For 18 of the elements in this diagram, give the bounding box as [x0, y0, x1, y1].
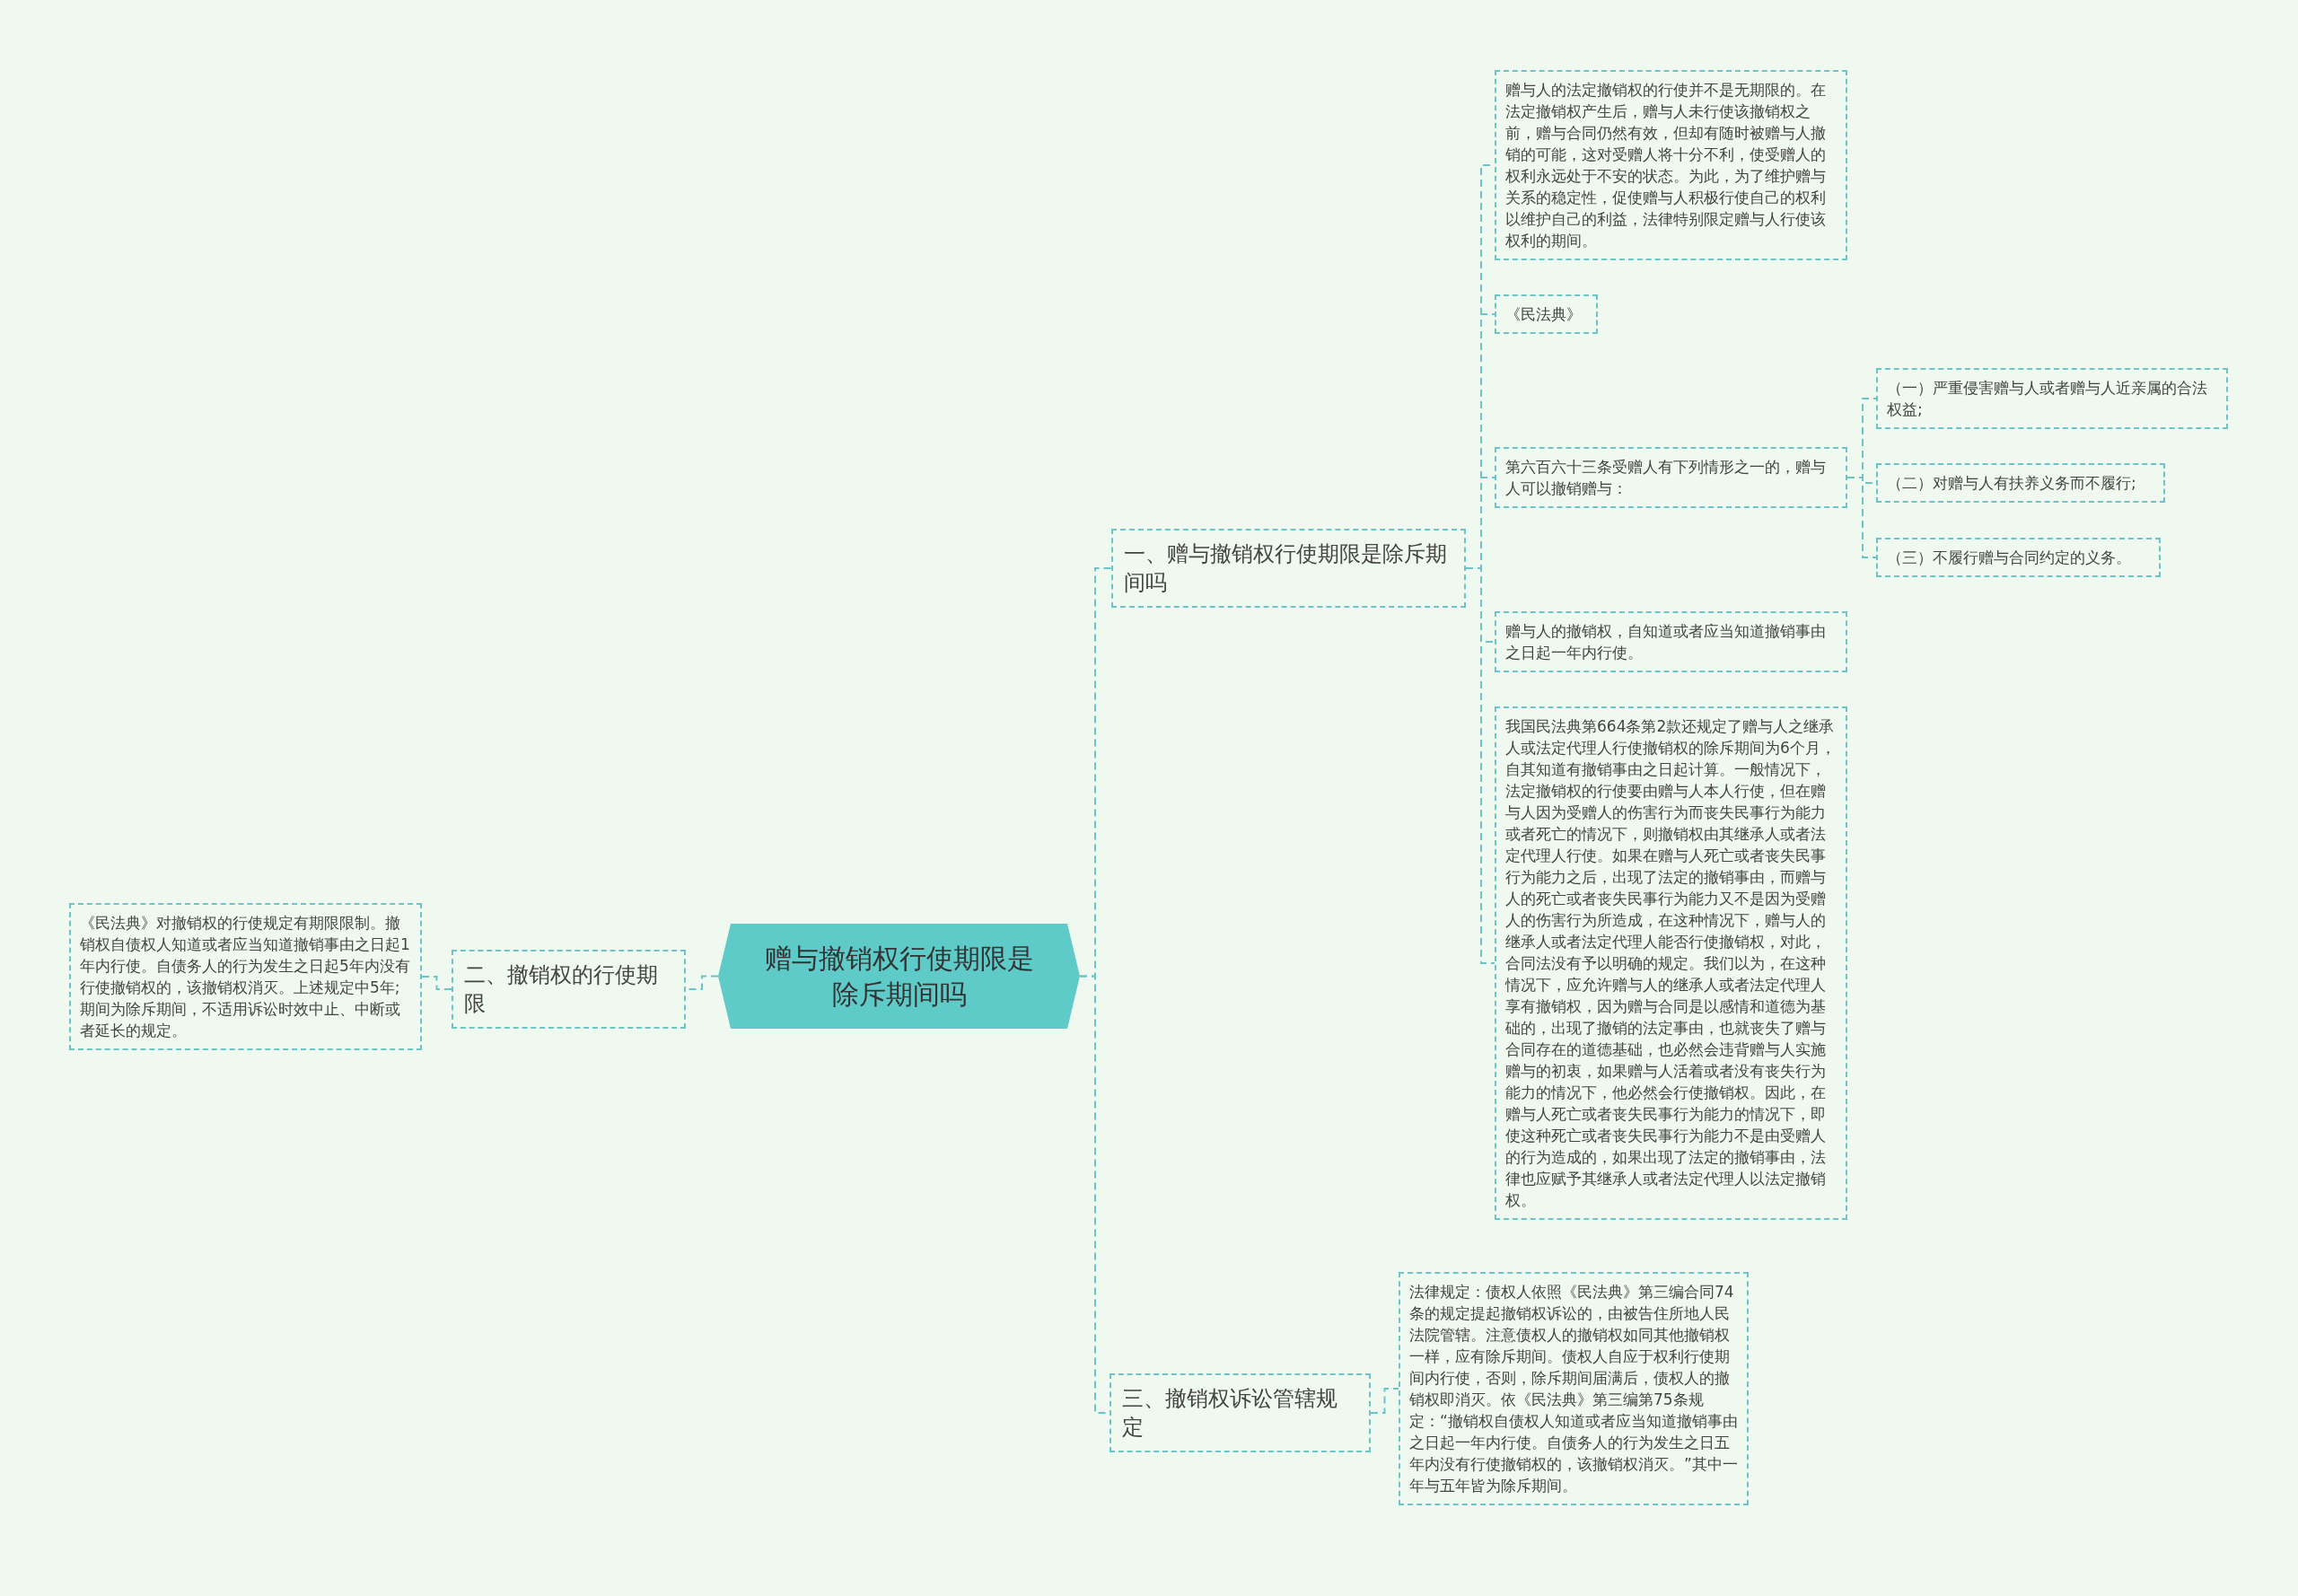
connector-line [1465, 567, 1495, 964]
connector-line [421, 976, 452, 990]
text-box: 我国民法典第664条第2款还规定了赠与人之继承人或法定代理人行使撤销权的除斥期间为6个月，自其知道有撤销事由之日起计算。一般情况下，法定撤销权的行使要由赠与人本人行使，但在赠与人因为受赠人的伤害行为而丧失民事行为能力或者死亡的情况下，则撤销权由其继承人或者法定代理人行使。如果在赠与人死亡或者丧失民事行为能力之后，出现了法定的撤销事由，而赠与人的死亡或者丧失民事行为能力又不是因为受赠人的伤害行为所造成，在这种情况下，赠与人的继承人或者法定代理人能否行使撤销权，对此，合同法没有予以明确的规定。我们以为，在这种情况下，应允许赠与人的继承人或者法定代理人享有撤销权，因为赠与合同是以感情和道德为基础的，出现了撤销的法定事由，也就丧失了赠与合同存在的道德基础，也必然会违背赠与人实施赠与的初衷，如果赠与人活着或者没有丧失行为能力的情况下，他必然会行使撤销权。因此，在赠与人死亡或者丧失民事行为能力的情况下，即使这种死亡或者丧失民事行为能力不是由受赠人的行为造成的，如果出现了法定的撤销事由，法律也应赋予其继承人或者法定代理人以法定撤销权。 [1495, 706, 1847, 1220]
text-box: 赠与人的法定撤销权的行使并不是无期限的。在法定撤销权产生后，赠与人未行使该撤销权之前，赠与合同仍然有效，但却有随时被赠与人撤销的可能，这对受赠人将十分不利，使受赠人的权利永远处于不安的状态。为此，为了维护赠与关系的稳定性，促使赠与人积极行使自己的权利以维护自己的利益，法律特别限定赠与人行使该权利的期间。 [1495, 70, 1847, 260]
text-box: 法律规定：债权人依照《民法典》第三编合同74条的规定提起撤销权诉讼的，由被告住所地人民法院管辖。注意债权人的撤销权如同其他撤销权一样，应有除斥期间。债权人自应于权利行使期间内行使，否则，除斥期间届满后，债权人的撤销权即消灭。依《民法典》第三编第75条规定：“撤销权自债权人知道或者应当知道撤销事由之日起一年内行使。自债务人的行为发生之日五年内没有行使撤销权的，该撤销权消灭。”其中一年与五年皆为除斥期间。 [1399, 1272, 1749, 1505]
connector-line [1370, 1388, 1399, 1414]
topic-box: 三、撤销权诉讼管辖规定 [1110, 1373, 1371, 1452]
text-box: 第六百六十三条受赠人有下列情形之一的，赠与人可以撤销赠与： [1495, 447, 1847, 508]
text-box: 赠与人的撤销权，自知道或者应当知道撤销事由之日起一年内行使。 [1495, 611, 1847, 672]
central-topic: 赠与撤销权行使期限是除斥期间吗 [718, 924, 1080, 1029]
text-box: （二）对赠与人有扶养义务而不履行; [1876, 463, 2165, 503]
connector-line [1846, 477, 1877, 558]
topic-box: 一、赠与撤销权行使期限是除斥期间吗 [1111, 529, 1466, 608]
text-box: （三）不履行赠与合同约定的义务。 [1876, 538, 2161, 577]
text-box: 《民法典》 [1495, 294, 1598, 334]
text-box: 《民法典》对撤销权的行使规定有期限限制。撤销权自债权人知道或者应当知道撤销事由之日起1年内行使。自债务人的行为发生之日起5年内没有行使撤销权的，该撤销权消灭。上述规定中5年;期间为除斥期间，不适用诉讼时效中止、中断或者延长的规定。 [69, 903, 422, 1050]
text-box: （一）严重侵害赠与人或者赠与人近亲属的合法权益; [1876, 368, 2228, 429]
topic-box: 二、撤销权的行使期限 [452, 950, 686, 1029]
